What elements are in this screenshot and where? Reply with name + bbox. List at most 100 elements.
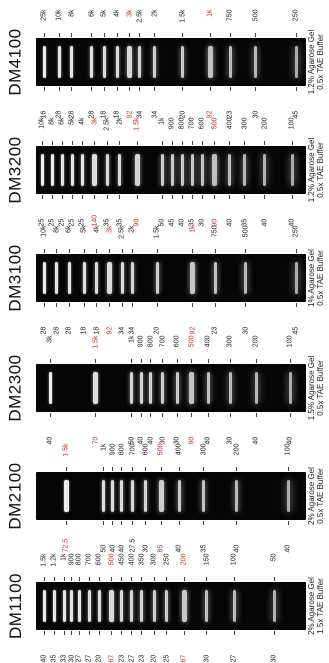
tick-mark [112, 467, 114, 471]
band-size-label: 4k [113, 9, 121, 17]
band-size-label: 1k [128, 335, 136, 343]
tick-mark [94, 141, 95, 145]
band-size-label: 250 [292, 225, 300, 238]
dna-band [95, 262, 99, 294]
gel-image [36, 146, 306, 194]
tick-mark [131, 359, 133, 363]
band-mass-label: 40 [175, 544, 183, 553]
dna-band [139, 372, 143, 404]
band-size-label: 300 [226, 335, 234, 348]
tick-mark [273, 577, 275, 581]
band-mass-label: 34 [118, 326, 126, 335]
tick-mark [287, 521, 289, 525]
tick-mark [63, 631, 65, 635]
tick-mark [209, 33, 211, 37]
tick-mark [41, 141, 43, 145]
tick-mark [233, 577, 235, 581]
dna-band [206, 372, 210, 404]
dna-band [228, 154, 231, 186]
band-mass-label: 72.5 [62, 538, 70, 553]
tick-mark [178, 521, 180, 525]
tick-mark [201, 141, 203, 145]
tick-mark [131, 303, 133, 307]
tick-mark [58, 87, 60, 91]
band-mass-label: 40 [233, 544, 241, 553]
tick-mark [206, 631, 207, 635]
tick-mark [43, 303, 45, 307]
tick-mark [51, 195, 53, 199]
tick-mark [111, 577, 112, 581]
tick-mark [178, 467, 180, 471]
tick-mark [191, 195, 193, 199]
tick-mark [191, 141, 193, 145]
band-size-label: 1k [158, 117, 166, 125]
tick-mark [81, 195, 83, 199]
tick-mark [131, 577, 132, 581]
tick-mark [106, 195, 108, 199]
tick-mark [203, 521, 205, 525]
dna-band [70, 590, 73, 622]
band-size-label: 1.5k [40, 553, 48, 567]
band-size-label: 8k [53, 225, 61, 233]
tick-mark [183, 631, 185, 635]
tick-mark [181, 195, 183, 199]
band-size-label: 1.5k [92, 335, 100, 349]
band-mass-label: 25 [163, 654, 170, 663]
dna-band [158, 480, 164, 512]
dna-band [190, 262, 196, 294]
band-size-label: 900 [68, 553, 75, 566]
tick-mark [71, 87, 73, 91]
band-size-label: 600 [173, 335, 181, 348]
band-mass-label: 40 [40, 654, 48, 663]
band-size-label: 5k [68, 117, 76, 125]
dna-band [118, 154, 121, 186]
dna-band [109, 590, 114, 622]
band-size-label: 400 [175, 443, 183, 456]
dna-band [272, 590, 276, 622]
tick-mark [49, 413, 51, 417]
tick-mark [91, 33, 93, 37]
tick-mark [61, 141, 63, 145]
dna-band [232, 590, 236, 622]
gel-image [36, 472, 306, 520]
tick-mark [140, 413, 142, 417]
gel-condition-line: 1.2% Agarose Gel [307, 29, 317, 95]
tick-mark [56, 303, 58, 307]
dna-band [155, 262, 159, 294]
gel-condition-line: 0.5x TAE Buffer [316, 360, 326, 416]
tick-mark [291, 195, 293, 199]
band-size-label: 2.5k [136, 9, 144, 23]
tick-mark [95, 413, 97, 417]
tick-mark [96, 249, 98, 253]
band-size-label: 450 [118, 553, 125, 566]
tick-mark [236, 521, 238, 525]
tick-mark [116, 33, 118, 37]
band-size-label: 6k [88, 9, 96, 17]
tick-mark [206, 577, 207, 581]
band-mass-label: 23 [211, 326, 219, 335]
band-size-label: 600 [198, 117, 206, 130]
tick-mark [121, 467, 122, 471]
tick-mark [103, 521, 105, 525]
tick-mark [51, 141, 53, 145]
band-size-label: 800 [118, 443, 125, 456]
dna-band [181, 46, 185, 78]
dna-band [161, 372, 165, 404]
tick-mark [160, 467, 162, 471]
tick-mark [78, 577, 80, 581]
band-mass-label: 20 [95, 654, 103, 663]
dna-band [77, 590, 81, 622]
tick-mark [106, 141, 108, 145]
gel-condition-line: 1.2% Agarose Gel [307, 137, 317, 203]
band-mass-label: 45 [292, 326, 300, 335]
dna-band [48, 372, 52, 404]
tick-mark [103, 33, 105, 37]
tick-mark [176, 413, 178, 417]
band-mass-label: 40 [284, 544, 292, 553]
tick-mark [255, 87, 257, 91]
dna-band [62, 590, 66, 622]
